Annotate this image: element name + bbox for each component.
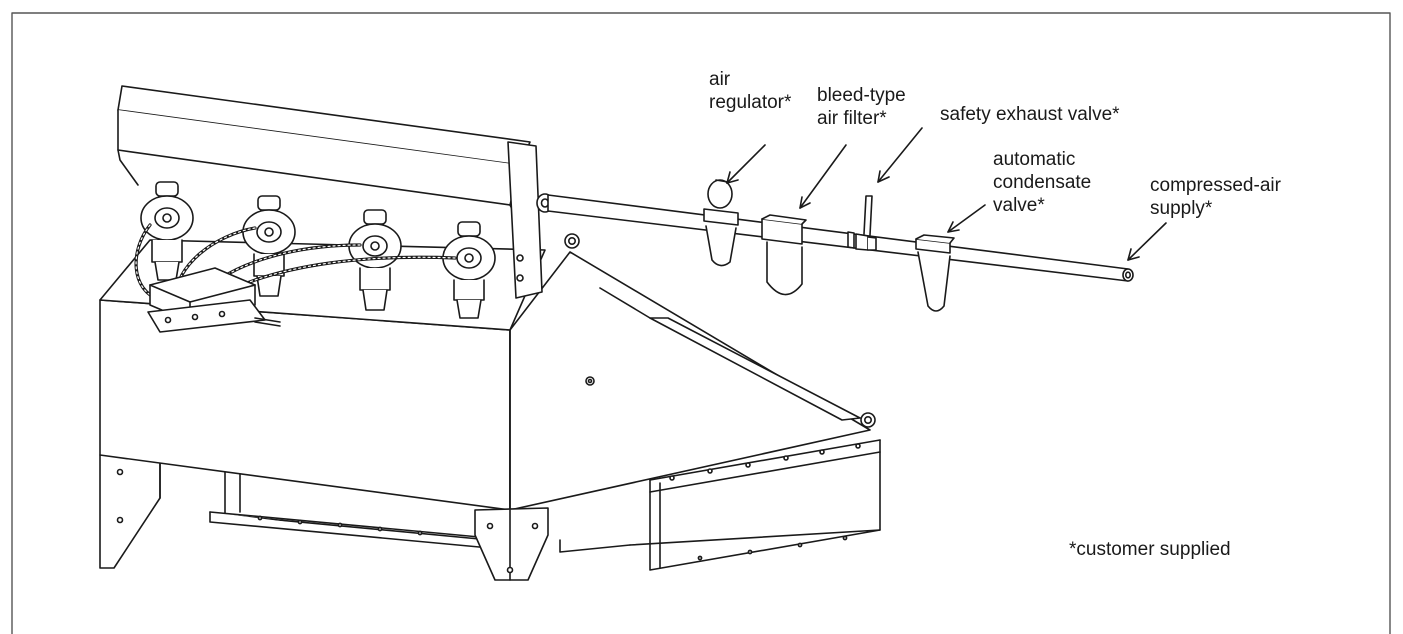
label-condensate-valve-line-1: automatic: [993, 149, 1076, 170]
frame-border: [11, 12, 1391, 634]
right-tray: [559, 439, 881, 571]
arrow-compressed-air: [1127, 222, 1167, 261]
lifting-eye-right: [860, 412, 876, 428]
nozzle-4: [442, 221, 496, 319]
label-condensate-valve-line-2: condensate: [993, 172, 1092, 193]
machine-housing: [99, 233, 881, 581]
nozzle-2: [242, 195, 296, 297]
label-safety-valve: safety exhaust valve*: [940, 103, 1120, 126]
arrow-condensate-valve: [947, 204, 986, 233]
nozzle-1: [140, 181, 194, 281]
arrow-air-regulator: [726, 144, 766, 184]
valve-manifold: [147, 267, 281, 333]
label-air-regulator: air regulator*: [709, 68, 791, 114]
air-pipe-line: [536, 179, 1134, 312]
footnote-customer-supplied: *customer supplied: [1069, 539, 1231, 560]
label-safety-valve-line-1: safety exhaust valve*: [940, 104, 1120, 125]
label-air-filter: bleed-type air filter*: [817, 84, 906, 130]
front-leg: [474, 507, 549, 581]
label-compressed-air: compressed-air supply*: [1150, 174, 1281, 220]
arrow-safety-valve: [877, 127, 923, 183]
air-regulator: [703, 179, 739, 267]
chute-lip: [599, 287, 861, 421]
nozzle-3: [348, 209, 402, 311]
label-condensate-valve-line-3: valve*: [993, 195, 1045, 216]
safety-exhaust-valve: [847, 195, 877, 251]
lifting-eye-left: [564, 233, 580, 249]
label-air-regulator-line-1: air: [709, 69, 731, 90]
label-compressed-air-line-2: supply*: [1150, 198, 1213, 219]
label-compressed-air-line-1: compressed-air: [1150, 175, 1281, 196]
label-condensate-valve: automatic condensate valve*: [993, 148, 1091, 217]
label-air-regulator-line-2: regulator*: [709, 92, 792, 113]
air-filter: [761, 214, 807, 296]
nozzle-bar: [117, 85, 543, 299]
condensate-valve: [915, 234, 955, 312]
label-air-filter-line-1: bleed-type: [817, 85, 906, 106]
lower-duct: [209, 464, 491, 549]
left-leg: [99, 454, 161, 569]
arrow-air-filter: [799, 144, 847, 209]
leader-arrows: [726, 127, 1167, 261]
nozzle-assemblies: [140, 181, 496, 319]
label-air-filter-line-2: air filter*: [817, 108, 887, 129]
